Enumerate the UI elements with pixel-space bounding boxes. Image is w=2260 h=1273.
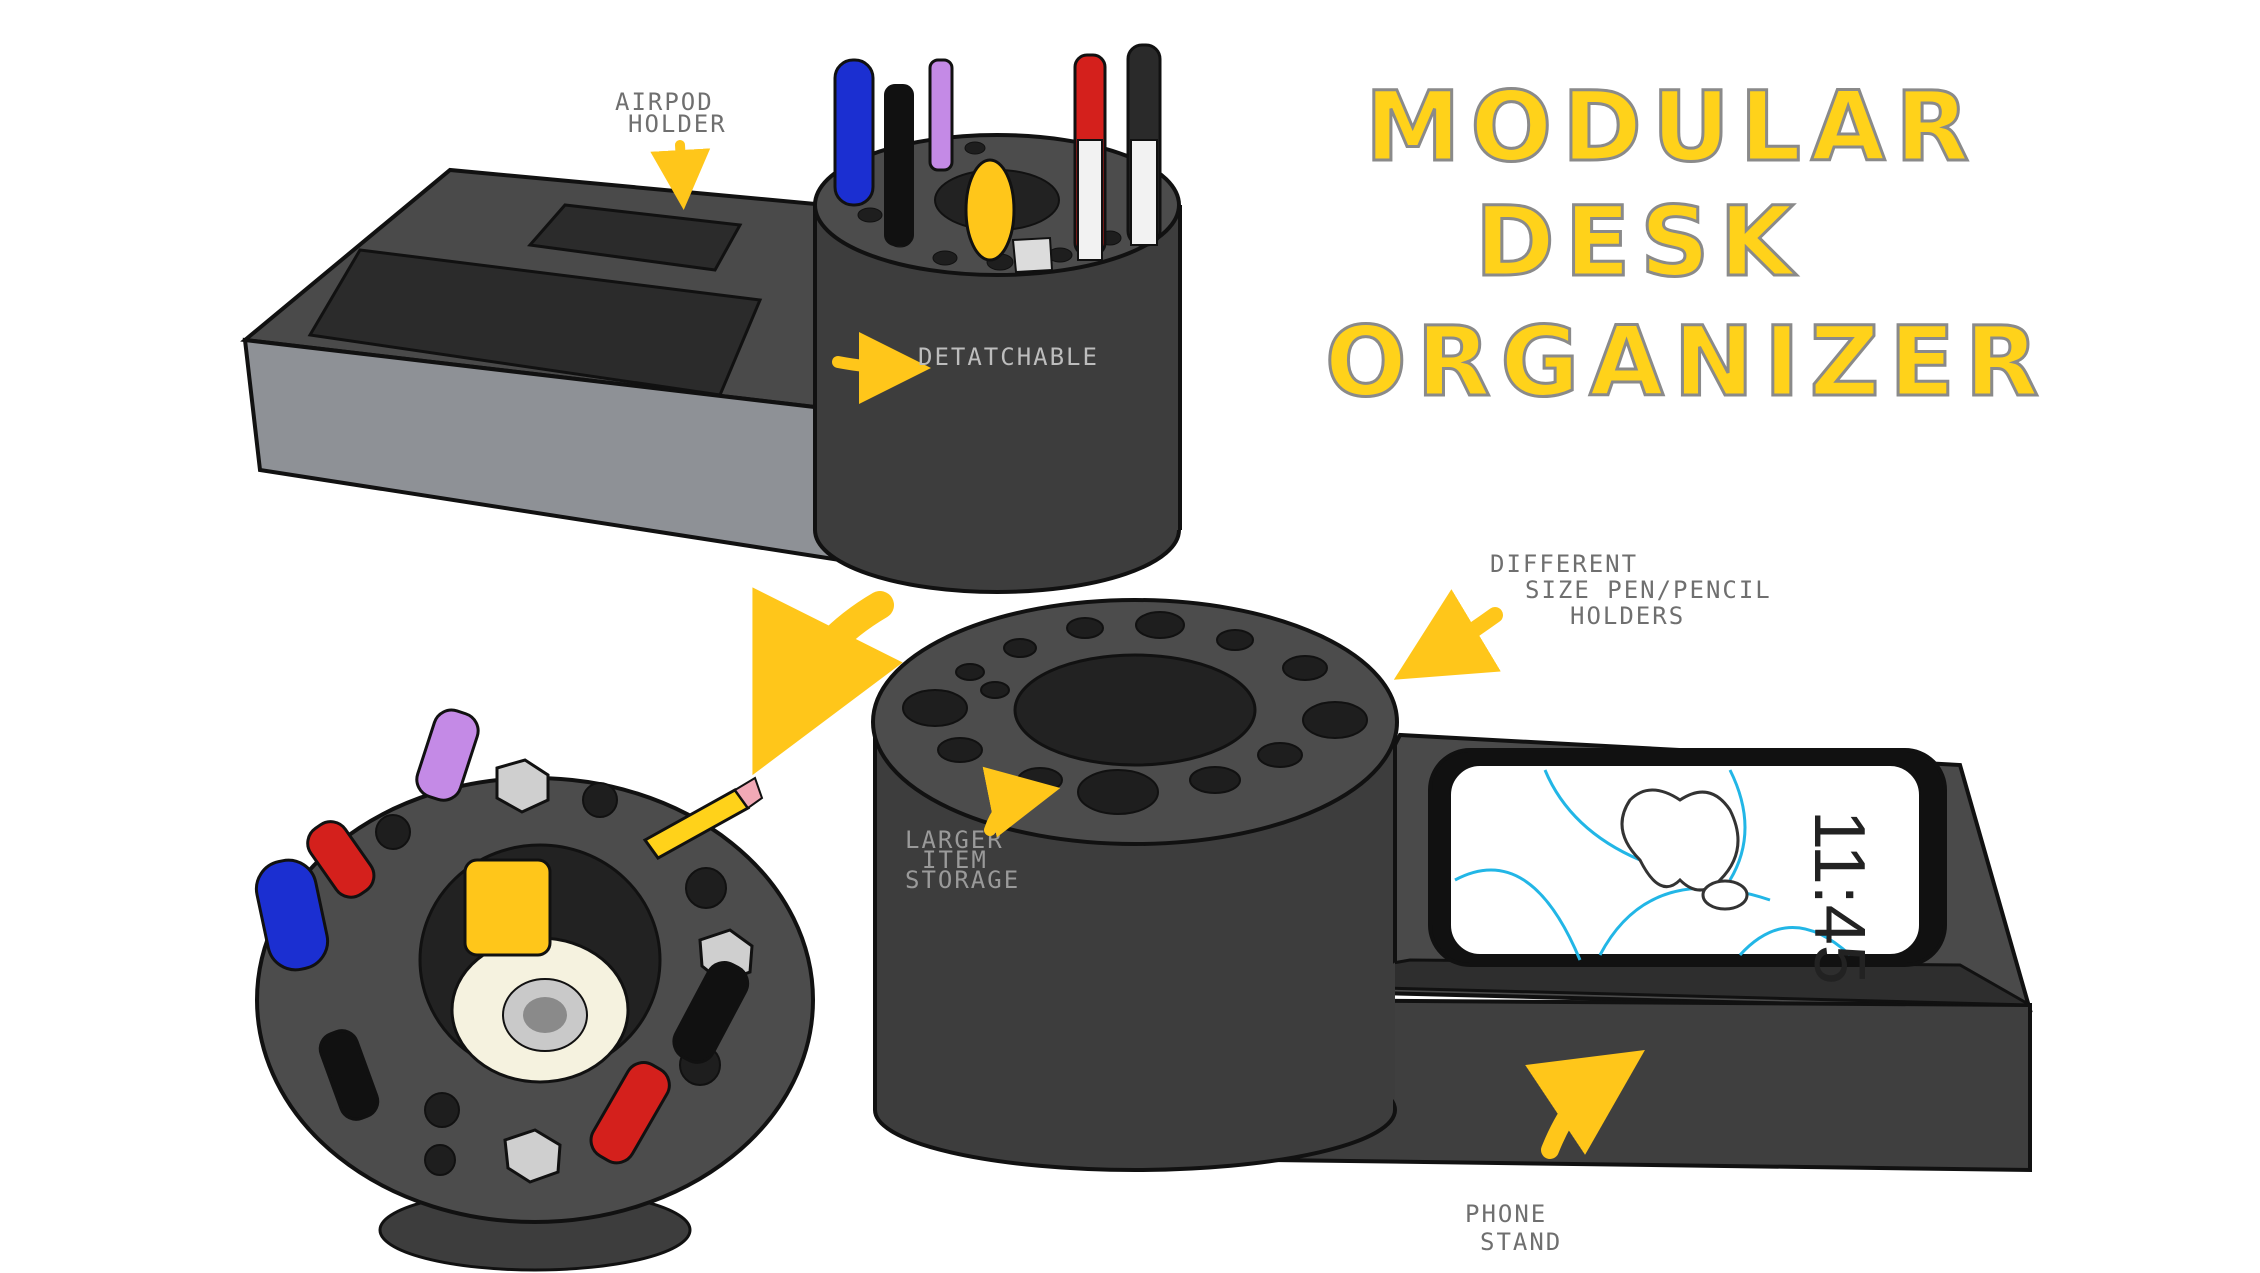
phone: 11:45 (1428, 748, 1947, 985)
airpod-pocket (527, 203, 743, 272)
bottom-organizer-assembly: 11:45 (871, 598, 2033, 1173)
phone-stand-label-line2: STAND (1480, 1228, 1562, 1256)
pen-sizes-label-line2: SIZE PEN/PENCIL (1525, 576, 1772, 604)
large-cup-holes (902, 611, 1368, 815)
pen-sizes-label-line1: DIFFERENT (1490, 550, 1638, 578)
arrow-icon (650, 140, 711, 210)
airpod-label-line1: AIRPOD (615, 88, 714, 116)
title-line-modular: MODULAR (1365, 71, 1979, 183)
phone-stand-label-line1: PHONE (1465, 1200, 1547, 1228)
arrow-icon (832, 331, 931, 404)
phone-clock: 11:45 (1799, 810, 1879, 985)
arrow-icon (1393, 589, 1503, 680)
tray-long-pocket (307, 248, 763, 397)
title-line-desk: DESK (1475, 186, 1804, 298)
pen-icon (833, 43, 1162, 274)
top-view-cup (254, 708, 815, 1272)
tape-roll-icon (450, 936, 630, 1084)
page-title: MODULAR DESK ORGANIZER (1324, 70, 2049, 420)
pen-icon (254, 708, 750, 1165)
pencil-icon (642, 776, 764, 860)
arrow-icon (982, 766, 1061, 838)
apple-logo-icon (1620, 788, 1749, 911)
larger-storage-label-line2: ITEM (922, 846, 988, 874)
tape-measure (463, 858, 552, 957)
pen-sizes-label-line3: HOLDERS (1570, 602, 1685, 630)
larger-storage-label-line3: STORAGE (905, 866, 1020, 894)
title-line-organizer: ORGANIZER (1325, 306, 2049, 418)
detachable-label: DETATCHABLE (918, 343, 1099, 371)
arrow-icon (1525, 1050, 1645, 1159)
large-cup-center-well (1013, 653, 1257, 767)
airpod-label-line2: HOLDER (628, 110, 727, 138)
arrow-icon (752, 587, 903, 776)
